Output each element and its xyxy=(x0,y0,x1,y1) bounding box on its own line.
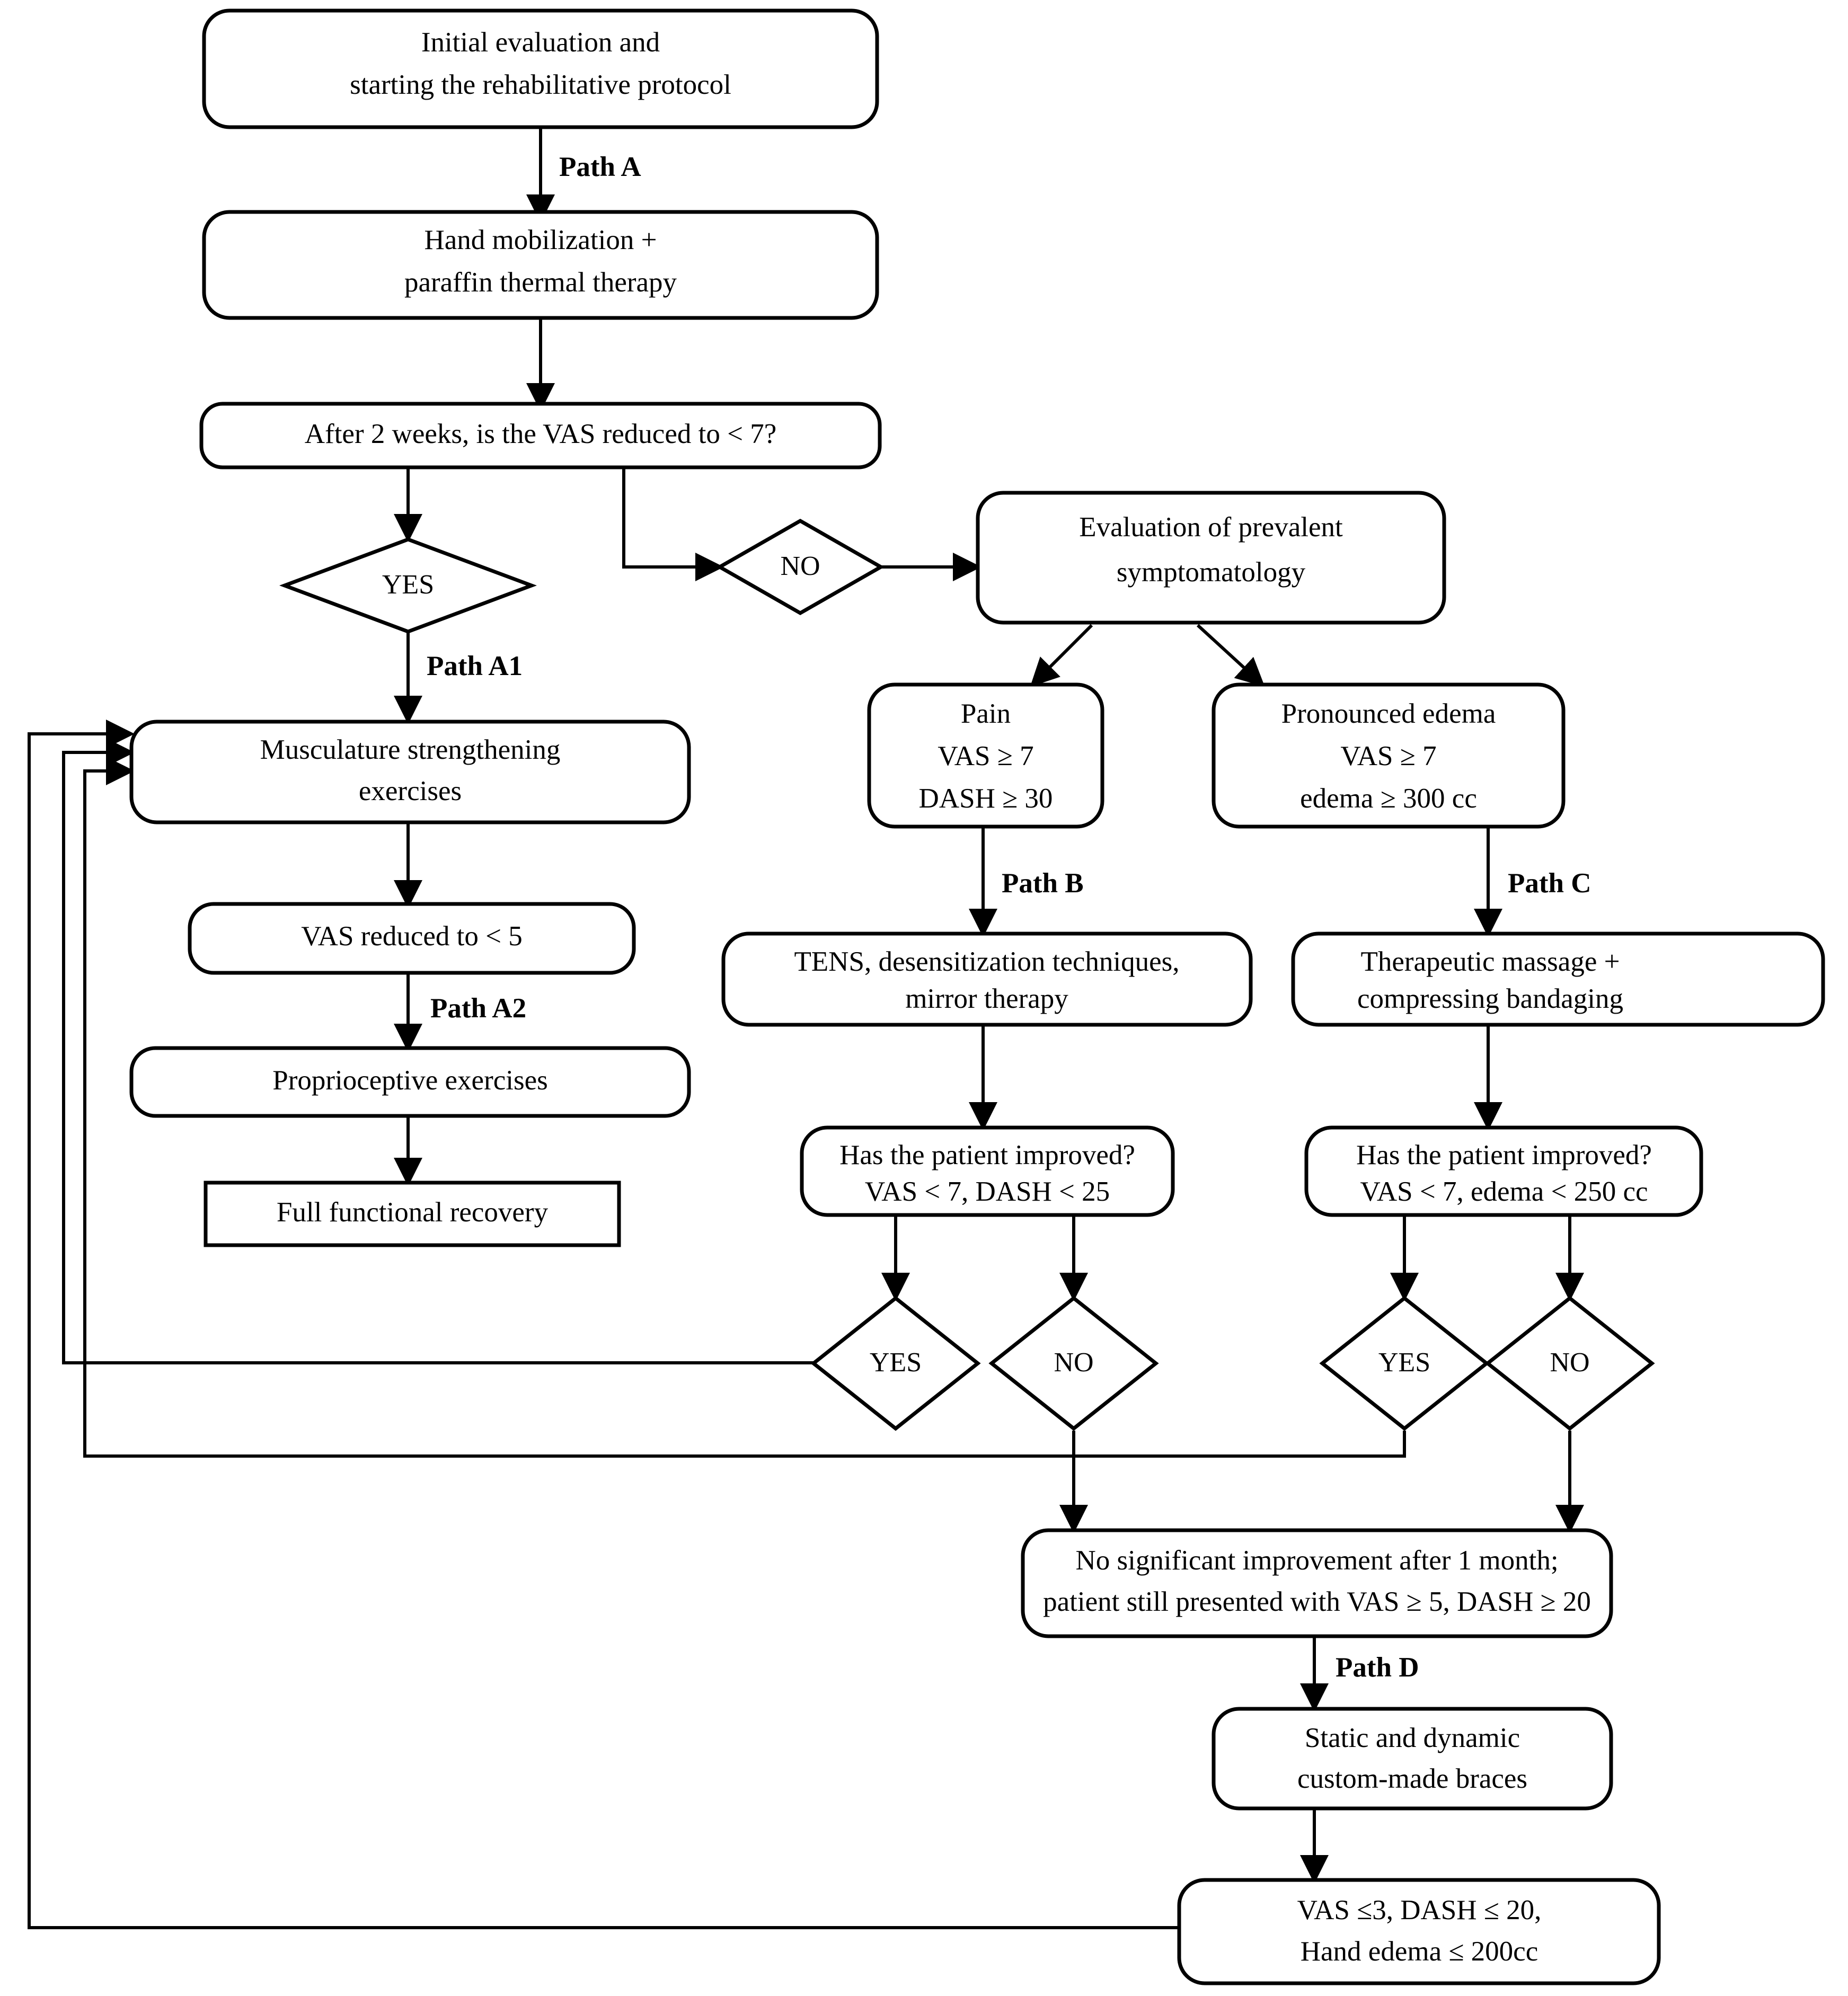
node-hand-mobilization-line2: paraffin thermal therapy xyxy=(404,267,677,298)
node-no-improvement[interactable]: No significant improvement after 1 month… xyxy=(1021,1528,1613,1638)
edge-label-path-a2: Path A2 xyxy=(430,993,526,1024)
node-tens-desensitization[interactable]: TENS, desensitization techniques, mirror… xyxy=(721,932,1253,1027)
node-decision-yes-c[interactable]: YES xyxy=(1319,1296,1490,1431)
node-vas-check-2weeks[interactable]: After 2 weeks, is the VAS reduced to < 7… xyxy=(199,402,882,469)
edge-vascheck-to-no xyxy=(622,466,724,581)
node-edema-criteria-line2: VAS ≥ 7 xyxy=(1340,741,1436,771)
node-initial-evaluation[interactable]: Initial evaluation and starting the reha… xyxy=(202,8,879,129)
node-decision-no-top[interactable]: NO xyxy=(715,518,885,616)
node-edema-criteria-line1: Pronounced edema xyxy=(1281,698,1496,729)
node-evaluation-symptomatology-line2: symptomatology xyxy=(1117,557,1306,588)
node-initial-evaluation-line1: Initial evaluation and xyxy=(421,27,660,58)
node-custom-braces-line2: custom-made braces xyxy=(1297,1763,1527,1794)
node-improved-check-b-line1: Has the patient improved? xyxy=(839,1140,1135,1170)
node-final-outcome-line1: VAS ≤3, DASH ≤ 20, xyxy=(1297,1895,1542,1926)
node-pain-criteria[interactable]: Pain VAS ≥ 7 DASH ≥ 30 xyxy=(867,682,1104,829)
node-custom-braces[interactable]: Static and dynamic custom-made braces xyxy=(1212,1707,1613,1811)
node-therapeutic-massage-line1: Therapeutic massage + xyxy=(1360,946,1620,977)
node-vas-reduced-5-line1: VAS reduced to < 5 xyxy=(301,921,523,952)
node-tens-desensitization-line1: TENS, desensitization techniques, xyxy=(794,946,1179,977)
node-full-functional-recovery-line1: Full functional recovery xyxy=(277,1197,549,1228)
node-vas-reduced-5[interactable]: VAS reduced to < 5 xyxy=(188,902,636,975)
node-no-improvement-line2: patient still presented with VAS ≥ 5, DA… xyxy=(1043,1586,1591,1617)
edges-layer xyxy=(28,127,1584,1929)
node-final-outcome-line2: Hand edema ≤ 200cc xyxy=(1301,1936,1538,1967)
node-improved-check-c-line1: Has the patient improved? xyxy=(1356,1140,1652,1170)
node-improved-check-c[interactable]: Has the patient improved? VAS < 7, edema… xyxy=(1304,1125,1703,1217)
node-full-functional-recovery[interactable]: Full functional recovery xyxy=(204,1181,621,1247)
node-pain-criteria-line1: Pain xyxy=(961,698,1011,729)
node-decision-yes-top-label: YES xyxy=(382,570,434,600)
node-therapeutic-massage[interactable]: Therapeutic massage + compressing bandag… xyxy=(1291,932,1825,1027)
node-evaluation-symptomatology-line1: Evaluation of prevalent xyxy=(1079,512,1343,543)
edge-label-path-a1: Path A1 xyxy=(427,651,523,681)
edge-final-to-musculature xyxy=(28,720,1179,1929)
node-hand-mobilization-line1: Hand mobilization + xyxy=(424,225,657,255)
node-improved-check-b[interactable]: Has the patient improved? VAS < 7, DASH … xyxy=(800,1125,1175,1217)
node-decision-no-b[interactable]: NO xyxy=(988,1296,1159,1431)
node-tens-desensitization-line2: mirror therapy xyxy=(905,983,1068,1014)
node-decision-yes-b-label: YES xyxy=(870,1347,922,1378)
node-improved-check-c-line2: VAS < 7, edema < 250 cc xyxy=(1360,1176,1648,1207)
edge-yesb-to-musculature xyxy=(62,738,815,1364)
edge-evaluation-to-pain xyxy=(1030,624,1093,687)
node-proprioceptive-exercises-line1: Proprioceptive exercises xyxy=(272,1065,548,1096)
edge-yesc-to-musculature xyxy=(83,757,1406,1458)
node-therapeutic-massage-line2: compressing bandaging xyxy=(1357,983,1623,1014)
edge-label-path-d: Path D xyxy=(1336,1652,1419,1683)
node-edema-criteria[interactable]: Pronounced edema VAS ≥ 7 edema ≥ 300 cc xyxy=(1212,682,1566,829)
node-decision-no-c-label: NO xyxy=(1550,1347,1589,1378)
node-proprioceptive-exercises[interactable]: Proprioceptive exercises xyxy=(129,1046,691,1118)
node-musculature-strengthening[interactable]: Musculature strengthening exercises xyxy=(129,720,691,824)
node-decision-no-c[interactable]: NO xyxy=(1484,1296,1655,1431)
node-musculature-strengthening-line1: Musculature strengthening xyxy=(260,734,561,765)
node-decision-no-top-label: NO xyxy=(780,551,820,581)
node-evaluation-symptomatology[interactable]: Evaluation of prevalent symptomatology xyxy=(976,491,1446,625)
node-decision-yes-c-label: YES xyxy=(1378,1347,1430,1378)
node-decision-no-b-label: NO xyxy=(1054,1347,1093,1378)
edge-label-path-b: Path B xyxy=(1002,868,1084,899)
node-no-improvement-line1: No significant improvement after 1 month… xyxy=(1075,1545,1558,1576)
node-pain-criteria-line2: VAS ≥ 7 xyxy=(938,741,1033,771)
node-improved-check-b-line2: VAS < 7, DASH < 25 xyxy=(865,1176,1110,1207)
node-custom-braces-line1: Static and dynamic xyxy=(1305,1723,1520,1753)
node-decision-yes-top[interactable]: YES xyxy=(279,537,537,634)
node-final-outcome[interactable]: VAS ≤3, DASH ≤ 20, Hand edema ≤ 200cc xyxy=(1177,1878,1661,1985)
edge-label-path-c: Path C xyxy=(1508,868,1591,899)
node-hand-mobilization[interactable]: Hand mobilization + paraffin thermal the… xyxy=(202,210,879,320)
node-musculature-strengthening-line2: exercises xyxy=(359,776,462,806)
node-vas-check-2weeks-line1: After 2 weeks, is the VAS reduced to < 7… xyxy=(305,419,776,449)
edge-label-path-a: Path A xyxy=(559,152,641,182)
node-edema-criteria-line3: edema ≥ 300 cc xyxy=(1300,783,1477,814)
node-pain-criteria-line3: DASH ≥ 30 xyxy=(919,783,1053,814)
edge-evaluation-to-edema xyxy=(1196,624,1265,687)
node-decision-yes-b[interactable]: YES xyxy=(810,1296,981,1431)
node-initial-evaluation-line2: starting the rehabilitative protocol xyxy=(350,69,731,100)
